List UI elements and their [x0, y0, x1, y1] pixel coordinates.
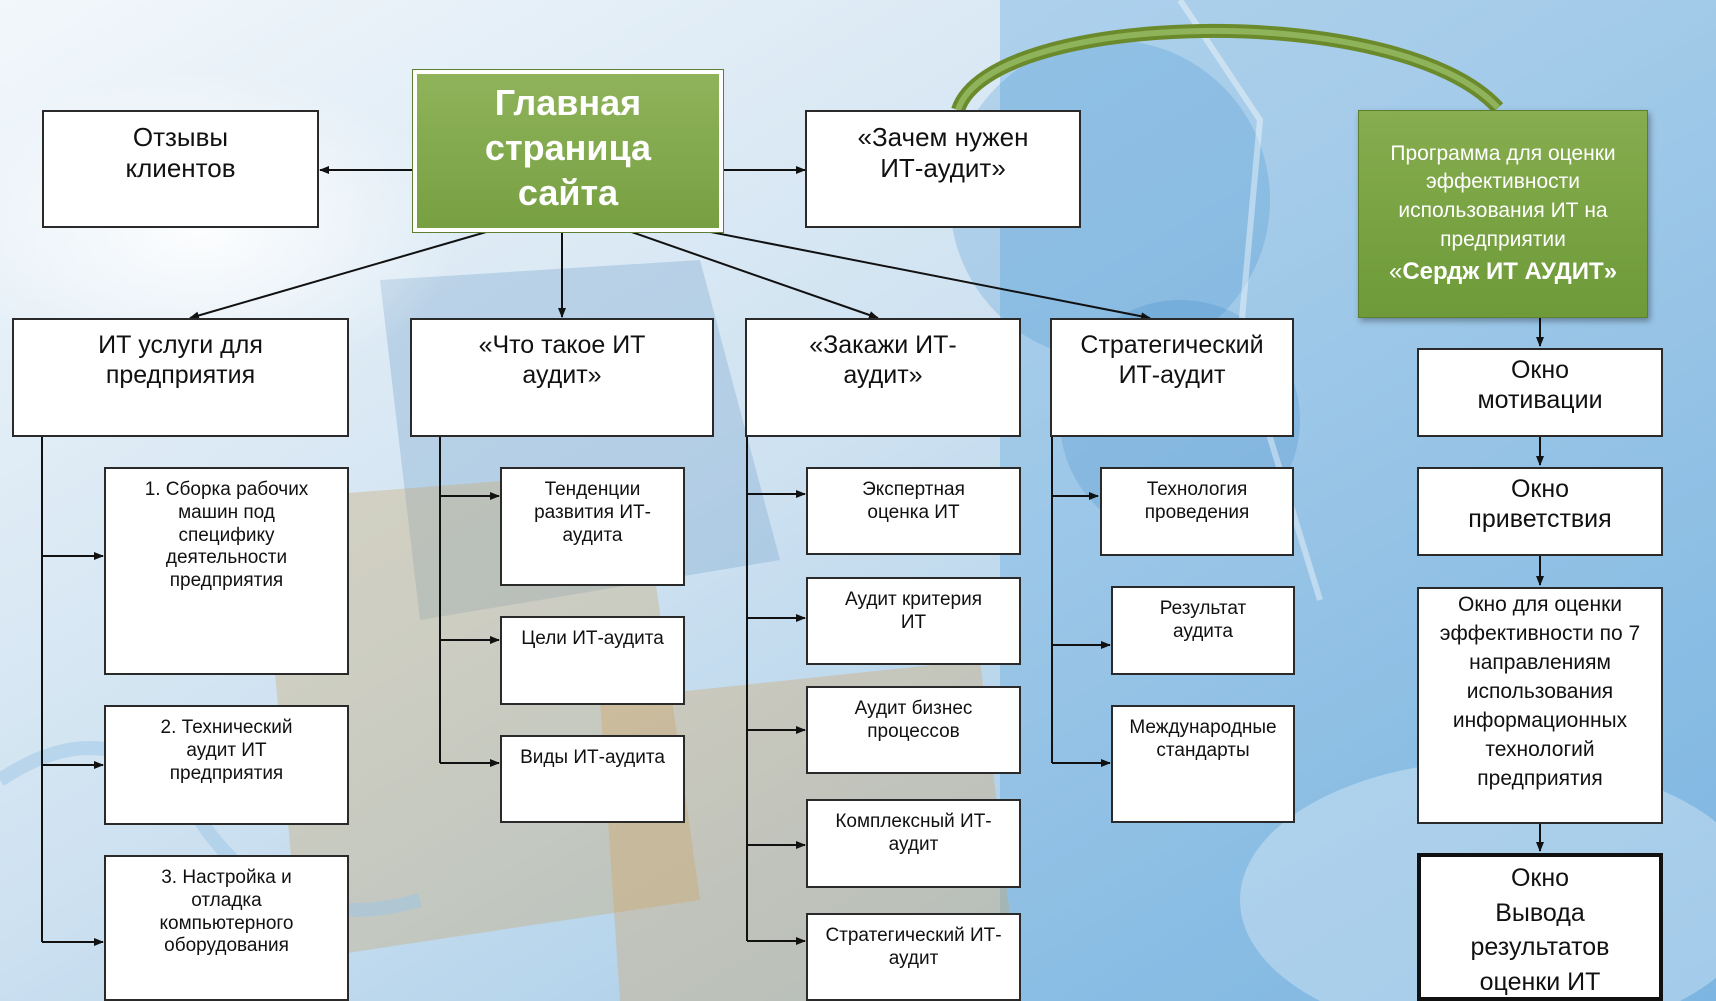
why-it-audit-label: «Зачем нужен ИТ-аудит» — [857, 122, 1029, 184]
list-item-label: Экспертная оценка ИТ — [862, 479, 965, 523]
list-item-expert[interactable]: Экспертная оценка ИТ — [806, 467, 1021, 555]
client-reviews-label: Отзывы клиентов — [125, 122, 236, 184]
list-item-label: 3. Настройка и отладка компьютерного обо… — [159, 867, 294, 957]
audit-program-text: Программа для оценки эффективности испол… — [1389, 140, 1617, 289]
main-page-label: Главная страница сайта — [484, 82, 652, 213]
list-item-label: Аудит бизнес процессов — [854, 698, 973, 742]
list-item-technology[interactable]: Технология проведения — [1100, 467, 1294, 556]
list-item-label: Технология проведения — [1144, 479, 1250, 523]
list-item-standards[interactable]: Международные стандарты — [1111, 705, 1295, 823]
list-item-label: Стратегический ИТ- аудит — [825, 925, 1002, 969]
client-reviews-box[interactable]: Отзывы клиентов — [42, 110, 319, 228]
audit-program-box[interactable]: Программа для оценки эффективности испол… — [1358, 110, 1648, 318]
list-item-label: Виды ИТ-аудита — [520, 747, 665, 768]
window-label: Окно для оценки эффективности по 7 напра… — [1439, 593, 1641, 790]
list-item-tech-audit[interactable]: 2. Технический аудит ИТ предприятия — [104, 705, 349, 825]
motivation-window-box[interactable]: Окно мотивации — [1417, 348, 1663, 437]
list-item-label: Цели ИТ-аудита — [521, 628, 664, 649]
list-item-assembly[interactable]: 1. Сборка рабочих машин под специфику де… — [104, 467, 349, 675]
list-item-setup[interactable]: 3. Настройка и отладка компьютерного обо… — [104, 855, 349, 1001]
evaluation-window-box[interactable]: Окно для оценки эффективности по 7 напра… — [1417, 587, 1663, 824]
list-item-complex[interactable]: Комплексный ИТ- аудит — [806, 799, 1021, 888]
list-item-label: Результат аудита — [1159, 598, 1247, 642]
list-item-types[interactable]: Виды ИТ-аудита — [500, 735, 685, 823]
col-what-is-audit-header[interactable]: «Что такое ИТ аудит» — [410, 318, 714, 437]
list-item-label: 2. Технический аудит ИТ предприятия — [160, 717, 293, 784]
list-item-trends[interactable]: Тенденции развития ИТ- аудита — [500, 467, 685, 586]
why-it-audit-box[interactable]: «Зачем нужен ИТ-аудит» — [805, 110, 1081, 228]
list-item-label: Международные стандарты — [1129, 717, 1277, 761]
window-label: Окно Вывода результатов оценки ИТ — [1470, 864, 1610, 996]
audit-program-quote: « — [1388, 258, 1403, 286]
list-item-label: 1. Сборка рабочих машин под специфику де… — [144, 479, 309, 592]
audit-program-name: Сердж ИТ АУДИТ» — [1402, 258, 1618, 286]
window-label: Окно приветствия — [1468, 475, 1612, 533]
col-order-audit-label: «Закажи ИТ- аудит» — [809, 331, 957, 389]
main-page-box[interactable]: Главная страница сайта — [413, 70, 723, 232]
col-order-audit-header[interactable]: «Закажи ИТ- аудит» — [745, 318, 1021, 437]
list-item-result[interactable]: Результат аудита — [1111, 586, 1295, 675]
col-it-services-label: ИТ услуги для предприятия — [98, 331, 263, 389]
list-item-business[interactable]: Аудит бизнес процессов — [806, 686, 1021, 774]
list-item-label: Тенденции развития ИТ- аудита — [534, 479, 651, 546]
list-item-strategic[interactable]: Стратегический ИТ- аудит — [806, 913, 1021, 1001]
list-item-criteria[interactable]: Аудит критерия ИТ — [806, 577, 1021, 665]
window-label: Окно мотивации — [1477, 356, 1603, 414]
col-what-is-audit-label: «Что такое ИТ аудит» — [478, 331, 646, 389]
results-window-box[interactable]: Окно Вывода результатов оценки ИТ — [1417, 853, 1663, 1001]
list-item-label: Аудит критерия ИТ — [844, 589, 983, 633]
audit-program-description: Программа для оценки эффективности испол… — [1390, 141, 1616, 252]
col-strategic-audit-header[interactable]: Стратегический ИТ-аудит — [1050, 318, 1294, 437]
audit-program-name-line: «Сердж ИТ АУДИТ» — [1388, 258, 1618, 286]
list-item-label: Комплексный ИТ- аудит — [835, 811, 992, 855]
welcome-window-box[interactable]: Окно приветствия — [1417, 467, 1663, 556]
list-item-goals[interactable]: Цели ИТ-аудита — [500, 616, 685, 705]
col-strategic-audit-label: Стратегический ИТ-аудит — [1080, 331, 1264, 389]
col-it-services-header[interactable]: ИТ услуги для предприятия — [12, 318, 349, 437]
